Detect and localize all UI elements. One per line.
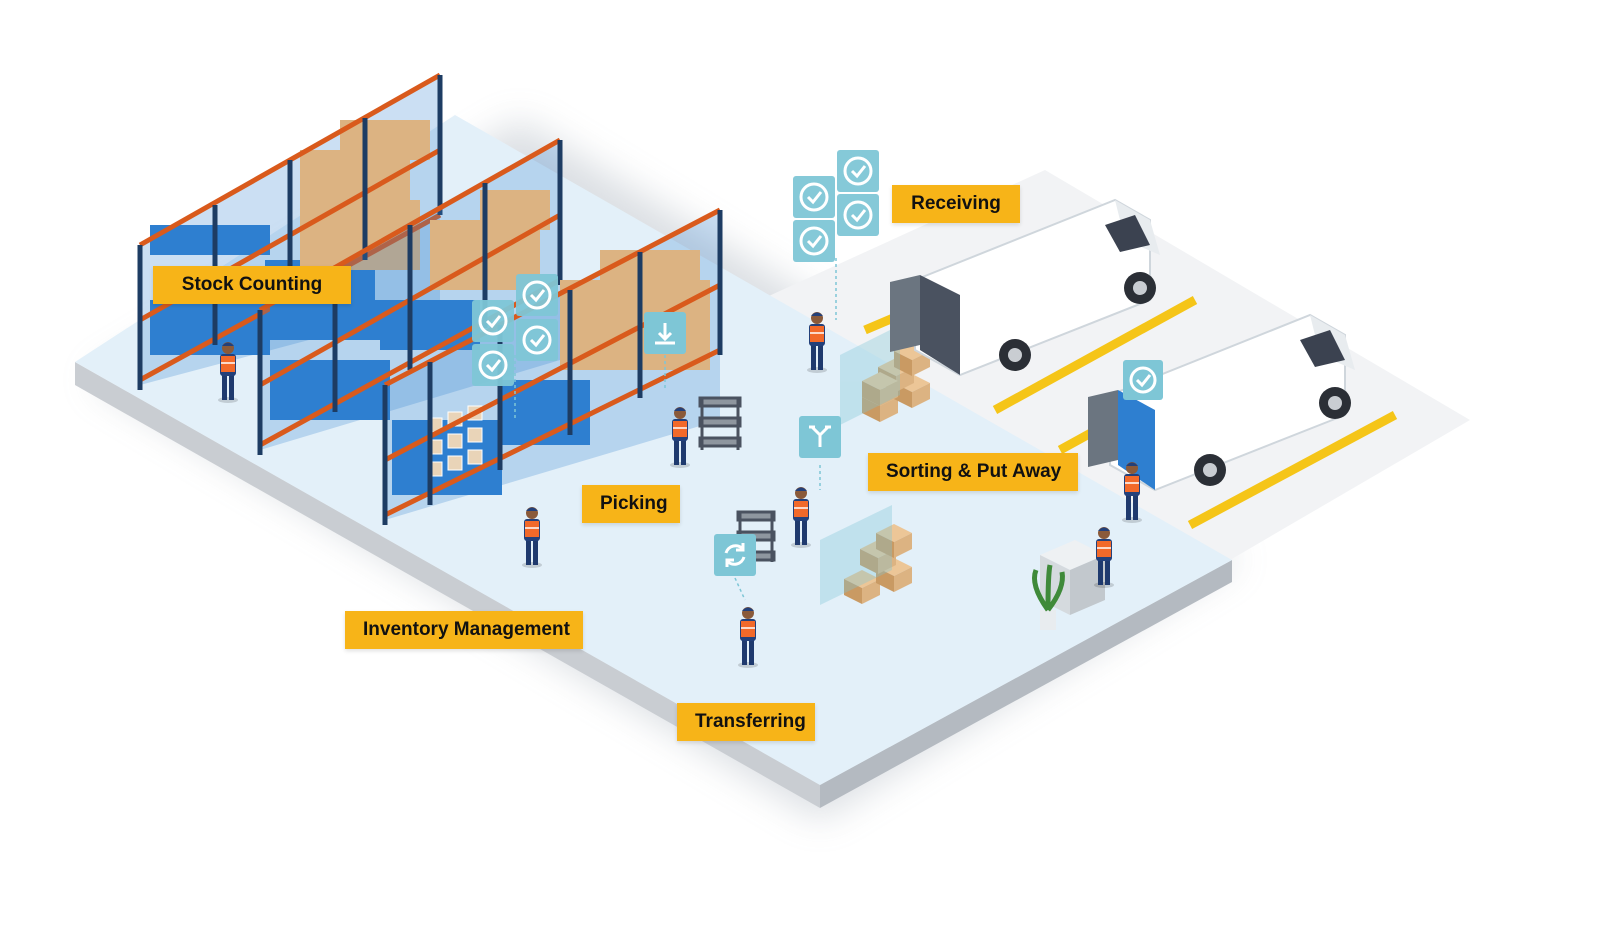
delivery-van-2 <box>1088 313 1355 492</box>
label-inventory-management: Inventory Management <box>345 611 583 649</box>
receiving-check-panels <box>791 148 881 264</box>
check-icon <box>514 272 560 318</box>
potted-plant <box>1032 564 1065 630</box>
label-transferring: Transferring <box>677 703 815 741</box>
cart-1 <box>698 396 742 450</box>
check-icon <box>835 148 881 194</box>
label-sorting-put-away: Sorting & Put Away <box>868 453 1078 491</box>
check-icon <box>470 342 516 388</box>
storage-racks <box>137 72 723 525</box>
download-icon <box>644 312 686 354</box>
check-icon <box>470 298 516 344</box>
check-icon <box>514 317 560 363</box>
label-receiving: Receiving <box>892 185 1020 223</box>
label-picking: Picking <box>582 485 680 523</box>
check-icon <box>835 192 881 238</box>
scan-lines <box>514 258 837 601</box>
label-stock-counting: Stock Counting <box>153 266 351 304</box>
parking-area <box>760 170 1470 560</box>
check-icon <box>791 174 837 220</box>
transfer-icon <box>714 534 756 576</box>
scan-gates <box>820 325 900 605</box>
check-icon <box>1123 360 1163 400</box>
sort-icon <box>799 416 841 458</box>
delivery-van-1 <box>890 198 1160 377</box>
check-icon <box>791 218 837 264</box>
